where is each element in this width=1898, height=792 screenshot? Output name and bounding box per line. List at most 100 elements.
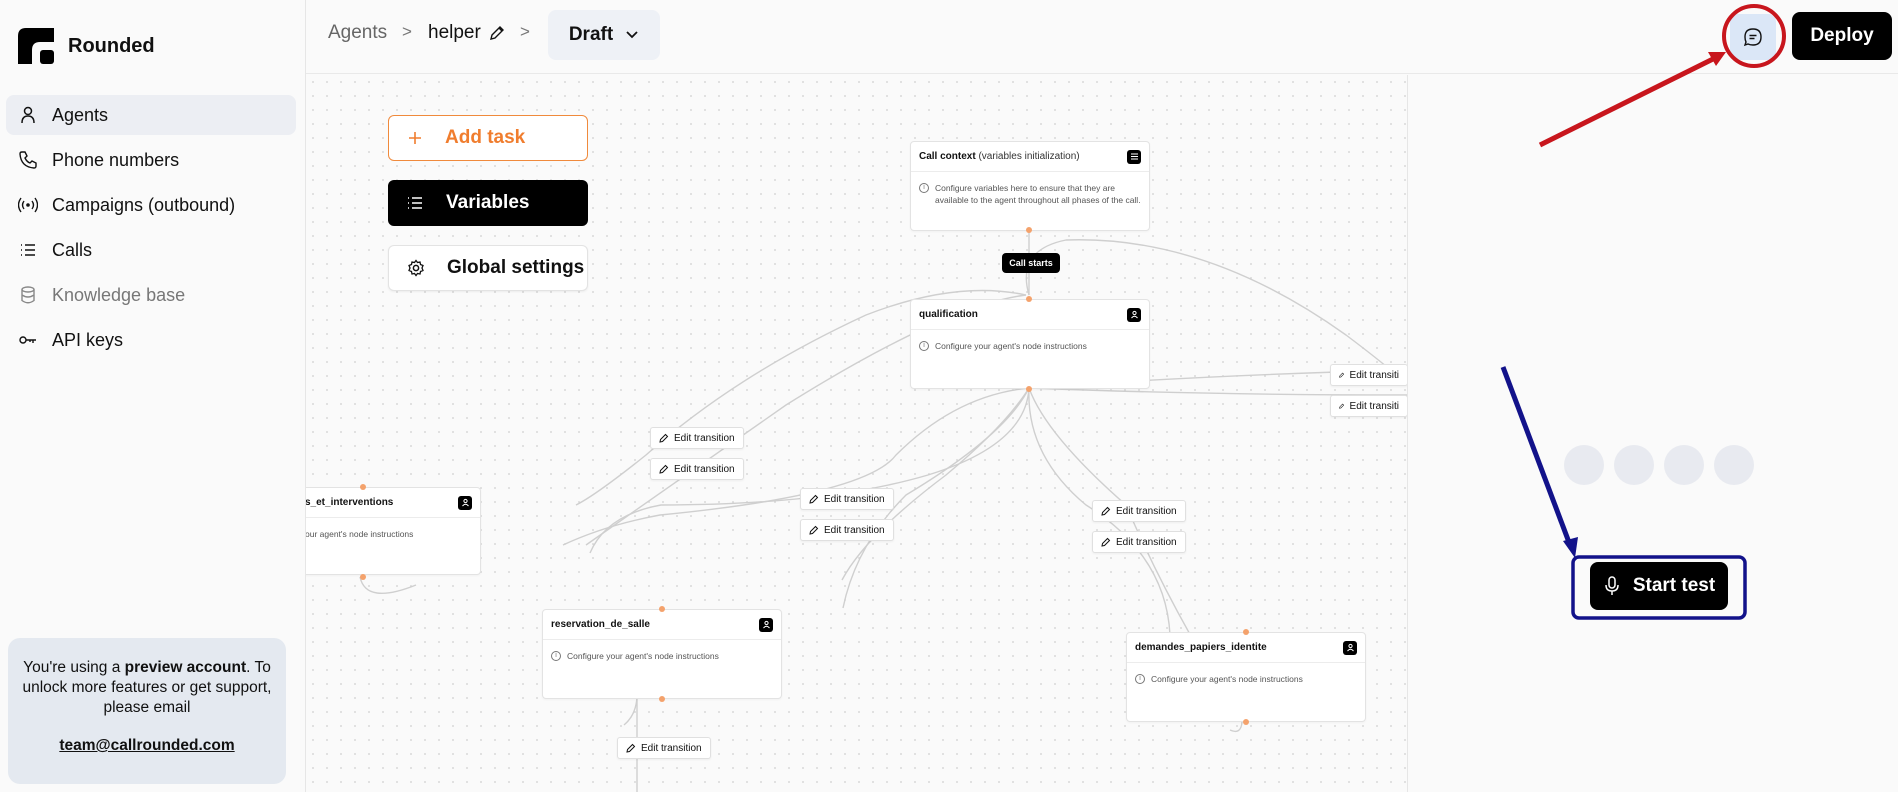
sidebar-item-label: Calls (52, 239, 93, 260)
variables-icon (1127, 149, 1141, 164)
chevron-down-icon (626, 31, 638, 39)
edit-transition-button[interactable]: Edit transiti (1330, 395, 1407, 417)
pencil-icon (659, 464, 669, 474)
user-icon (759, 617, 773, 632)
version-dropdown[interactable]: Draft (548, 10, 660, 60)
node-handle[interactable] (659, 696, 665, 702)
edit-transition-button[interactable]: Edit transition (617, 737, 711, 759)
preview-bold: preview account (124, 659, 247, 676)
list-icon (408, 197, 422, 209)
user-icon (1343, 640, 1357, 655)
node-interventions[interactable]: s_et_interventions our agent's node inst… (306, 487, 481, 575)
node-body: i Configure your agent's node instructio… (1127, 663, 1365, 695)
edit-transition-button[interactable]: Edit transiti (1330, 364, 1407, 386)
pencil-icon (1339, 403, 1345, 409)
node-title: qualification (919, 309, 978, 320)
flow-canvas[interactable]: Add task Variables Global settings Call … (306, 75, 1408, 792)
info-icon: i (919, 183, 929, 193)
broadcast-icon (18, 197, 38, 213)
node-body: our agent's node instructions (306, 518, 480, 550)
edit-transition-button[interactable]: Edit transition (800, 488, 894, 510)
plus-icon (409, 132, 421, 144)
add-task-label: Add task (445, 127, 526, 148)
sidebar-item-label: Knowledge base (52, 284, 186, 305)
node-handle[interactable] (659, 606, 665, 612)
node-header: qualification (911, 300, 1149, 330)
node-header: reservation_de_salle (543, 610, 781, 640)
node-handle[interactable] (1243, 719, 1249, 725)
edit-transition-button[interactable]: Edit transition (650, 458, 744, 480)
support-email-link[interactable]: team@callrounded.com (59, 737, 235, 754)
sidebar-item-label: Phone numbers (52, 149, 180, 170)
global-settings-label: Global settings (447, 257, 585, 278)
node-qualification[interactable]: qualification i Configure your agent's n… (910, 299, 1150, 389)
info-icon: i (1135, 674, 1145, 684)
node-call-context[interactable]: Call context (variables initialization) … (910, 141, 1150, 231)
pencil-icon (659, 433, 669, 443)
loading-dot (1614, 445, 1654, 485)
sidebar-nav: Agents Phone numbers Campaigns (outbound… (6, 95, 296, 365)
edit-transition-label: Edit transition (824, 493, 885, 505)
breadcrumb-separator: > (402, 22, 412, 41)
chat-bubble-icon (1743, 28, 1762, 47)
user-icon (1127, 307, 1141, 322)
edit-transition-button[interactable]: Edit transition (800, 519, 894, 541)
edit-transition-label: Edit transition (824, 524, 885, 536)
edit-transition-label: Edit transition (674, 463, 735, 475)
node-handle[interactable] (360, 484, 366, 490)
gear-icon (408, 259, 424, 277)
deploy-button[interactable]: Deploy (1792, 12, 1892, 60)
node-header: Call context (variables initialization) (911, 142, 1149, 172)
breadcrumb-agents[interactable]: Agents (328, 22, 388, 43)
sidebar-item-phone-numbers[interactable]: Phone numbers (6, 140, 296, 180)
node-description: Configure variables here to ensure that … (935, 183, 1141, 205)
pencil-icon (626, 743, 636, 753)
edit-transition-label: Edit transition (674, 432, 735, 444)
pencil-icon[interactable] (489, 25, 505, 41)
pencil-icon (1101, 506, 1111, 516)
sidebar: Rounded Agents Phone numbers Campaigns (… (0, 0, 306, 792)
loading-dot (1664, 445, 1704, 485)
edit-transition-label: Edit transiti (1349, 369, 1399, 381)
rounded-logo-icon (18, 28, 54, 64)
node-handle[interactable] (1026, 296, 1032, 302)
global-settings-button[interactable]: Global settings (388, 245, 588, 291)
loading-dot (1714, 445, 1754, 485)
pencil-icon (1339, 372, 1345, 378)
node-handle[interactable] (1026, 227, 1032, 233)
sidebar-item-agents[interactable]: Agents (6, 95, 296, 135)
sidebar-item-api-keys[interactable]: API keys (6, 320, 296, 360)
edit-transition-button[interactable]: Edit transition (1092, 500, 1186, 522)
node-reservation-de-salle[interactable]: reservation_de_salle i Configure your ag… (542, 609, 782, 699)
node-handle[interactable] (1243, 629, 1249, 635)
agent-name: helper (428, 22, 481, 43)
breadcrumb-separator: > (520, 22, 530, 41)
key-icon (19, 336, 36, 344)
variables-button[interactable]: Variables (388, 180, 588, 226)
logo[interactable]: Rounded (18, 28, 155, 64)
chat-test-button[interactable] (1730, 14, 1776, 60)
database-icon (21, 286, 35, 304)
edit-transition-button[interactable]: Edit transition (1092, 531, 1186, 553)
edit-transition-button[interactable]: Edit transition (650, 427, 744, 449)
sidebar-item-knowledge-base[interactable]: Knowledge base (6, 275, 296, 315)
pencil-icon (809, 525, 819, 535)
add-task-button[interactable]: Add task (388, 115, 588, 161)
edit-transition-label: Edit transition (1116, 505, 1177, 517)
sidebar-item-campaigns[interactable]: Campaigns (outbound) (6, 185, 296, 225)
sidebar-item-label: API keys (52, 329, 124, 350)
breadcrumb-helper[interactable]: helper (428, 22, 505, 44)
node-description: our agent's node instructions (306, 529, 414, 539)
sidebar-item-calls[interactable]: Calls (6, 230, 296, 270)
node-demandes-papiers-identite[interactable]: demandes_papiers_identite i Configure yo… (1126, 632, 1366, 722)
node-title: Call context (919, 151, 976, 162)
node-handle[interactable] (360, 574, 366, 580)
preview-text: You're using a (23, 659, 125, 676)
node-handle[interactable] (1026, 386, 1032, 392)
node-description: Configure your agent's node instructions (935, 341, 1087, 351)
start-test-label: Start test (1632, 575, 1716, 596)
sidebar-item-label: Agents (52, 104, 109, 125)
node-title: demandes_papiers_identite (1135, 642, 1267, 653)
start-test-button[interactable]: Start test (1590, 562, 1728, 610)
